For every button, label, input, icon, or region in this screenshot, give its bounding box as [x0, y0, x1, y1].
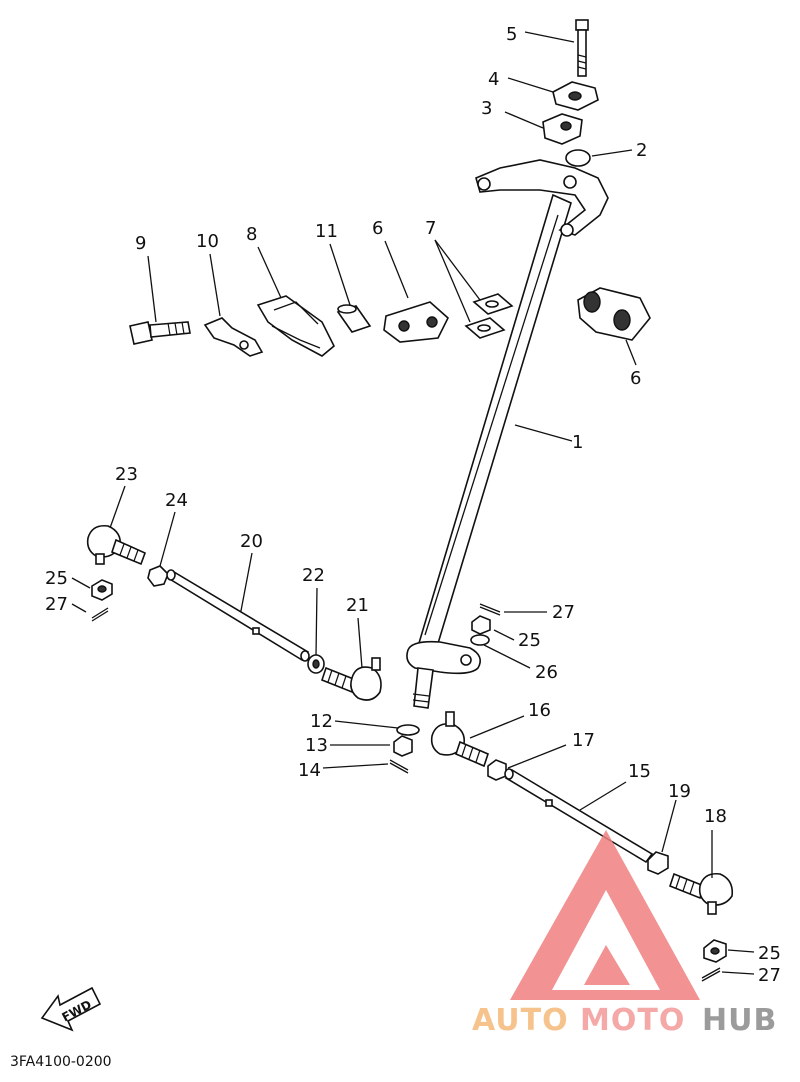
nut-25-right: [703, 939, 727, 963]
nut-25-left: [91, 579, 113, 601]
tie-rod-end-23: [86, 524, 147, 566]
nut-13: [393, 735, 413, 757]
callout-25c: 25: [758, 943, 781, 964]
callout-4: 4: [488, 69, 499, 90]
nut-24: [147, 565, 169, 587]
callout-24: 24: [165, 490, 188, 511]
callout-12: 12: [310, 711, 333, 732]
holder-6-right: [577, 287, 651, 341]
callout-2: 2: [636, 140, 647, 161]
callout-3: 3: [481, 98, 492, 119]
callout-9: 9: [135, 233, 146, 254]
callout-20: 20: [240, 531, 263, 552]
holder-6: [383, 301, 449, 343]
callout-22: 22: [302, 565, 325, 586]
watermark-moto: MOTO: [580, 1003, 685, 1038]
washer-12: [396, 724, 420, 736]
cotter-pin-14: [389, 759, 409, 774]
callout-19: 19: [668, 781, 691, 802]
watermark-logo: AUTO MOTO HUB: [472, 830, 777, 1038]
callout-5: 5: [506, 24, 517, 45]
callout-8: 8: [246, 224, 257, 245]
callout-25a: 25: [45, 568, 68, 589]
cable-guide-8: [256, 295, 335, 357]
collar-2: [565, 149, 591, 167]
nut-17: [487, 759, 507, 781]
washer-26: [470, 634, 490, 646]
lock-plate-10: [203, 317, 264, 357]
callout-16: 16: [528, 700, 551, 721]
callout-27a: 27: [45, 594, 68, 615]
callout-1: 1: [572, 432, 583, 453]
callout-27c: 27: [758, 965, 781, 986]
clamp-3: [542, 113, 583, 145]
nut-19: [647, 851, 669, 875]
nut-22: [307, 654, 325, 674]
tie-rod-end-18: [669, 872, 734, 915]
washers-7: [464, 293, 514, 339]
callout-10: 10: [196, 231, 219, 252]
nut-25-mid: [471, 615, 491, 635]
callout-6b: 6: [630, 368, 641, 389]
cotter-pin-27-mid: [479, 603, 501, 616]
bolt-9: [129, 321, 191, 345]
tie-rod-20: [166, 569, 310, 662]
bolt-5: [575, 19, 589, 77]
collar-11: [336, 304, 372, 333]
callout-11: 11: [315, 221, 338, 242]
callout-26: 26: [535, 662, 558, 683]
callout-7: 7: [425, 218, 436, 239]
callout-13: 13: [305, 735, 328, 756]
callout-18: 18: [704, 806, 727, 827]
callout-6a: 6: [372, 218, 383, 239]
fwd-direction-arrow: FWD: [40, 986, 102, 1032]
callout-25b: 25: [518, 630, 541, 651]
cotter-pin-27-right: [701, 967, 721, 982]
triangle-logo-icon: [510, 830, 700, 1000]
callout-17: 17: [572, 730, 595, 751]
tie-rod-15: [504, 768, 654, 864]
callout-27b: 27: [552, 602, 575, 623]
callout-21: 21: [346, 595, 369, 616]
steering-shaft: [406, 159, 609, 709]
callout-15: 15: [628, 761, 651, 782]
tie-rod-end-21: [321, 657, 382, 701]
callout-23: 23: [115, 464, 138, 485]
cotter-pin-27-left: [91, 607, 109, 622]
callout-14: 14: [298, 760, 321, 781]
clamp-4: [552, 81, 599, 111]
watermark-auto: AUTO: [472, 1003, 569, 1038]
diagram-code: 3FA4100-0200: [10, 1054, 112, 1070]
tie-rod-end-16: [430, 711, 489, 768]
watermark-hub: HUB: [702, 1003, 777, 1038]
